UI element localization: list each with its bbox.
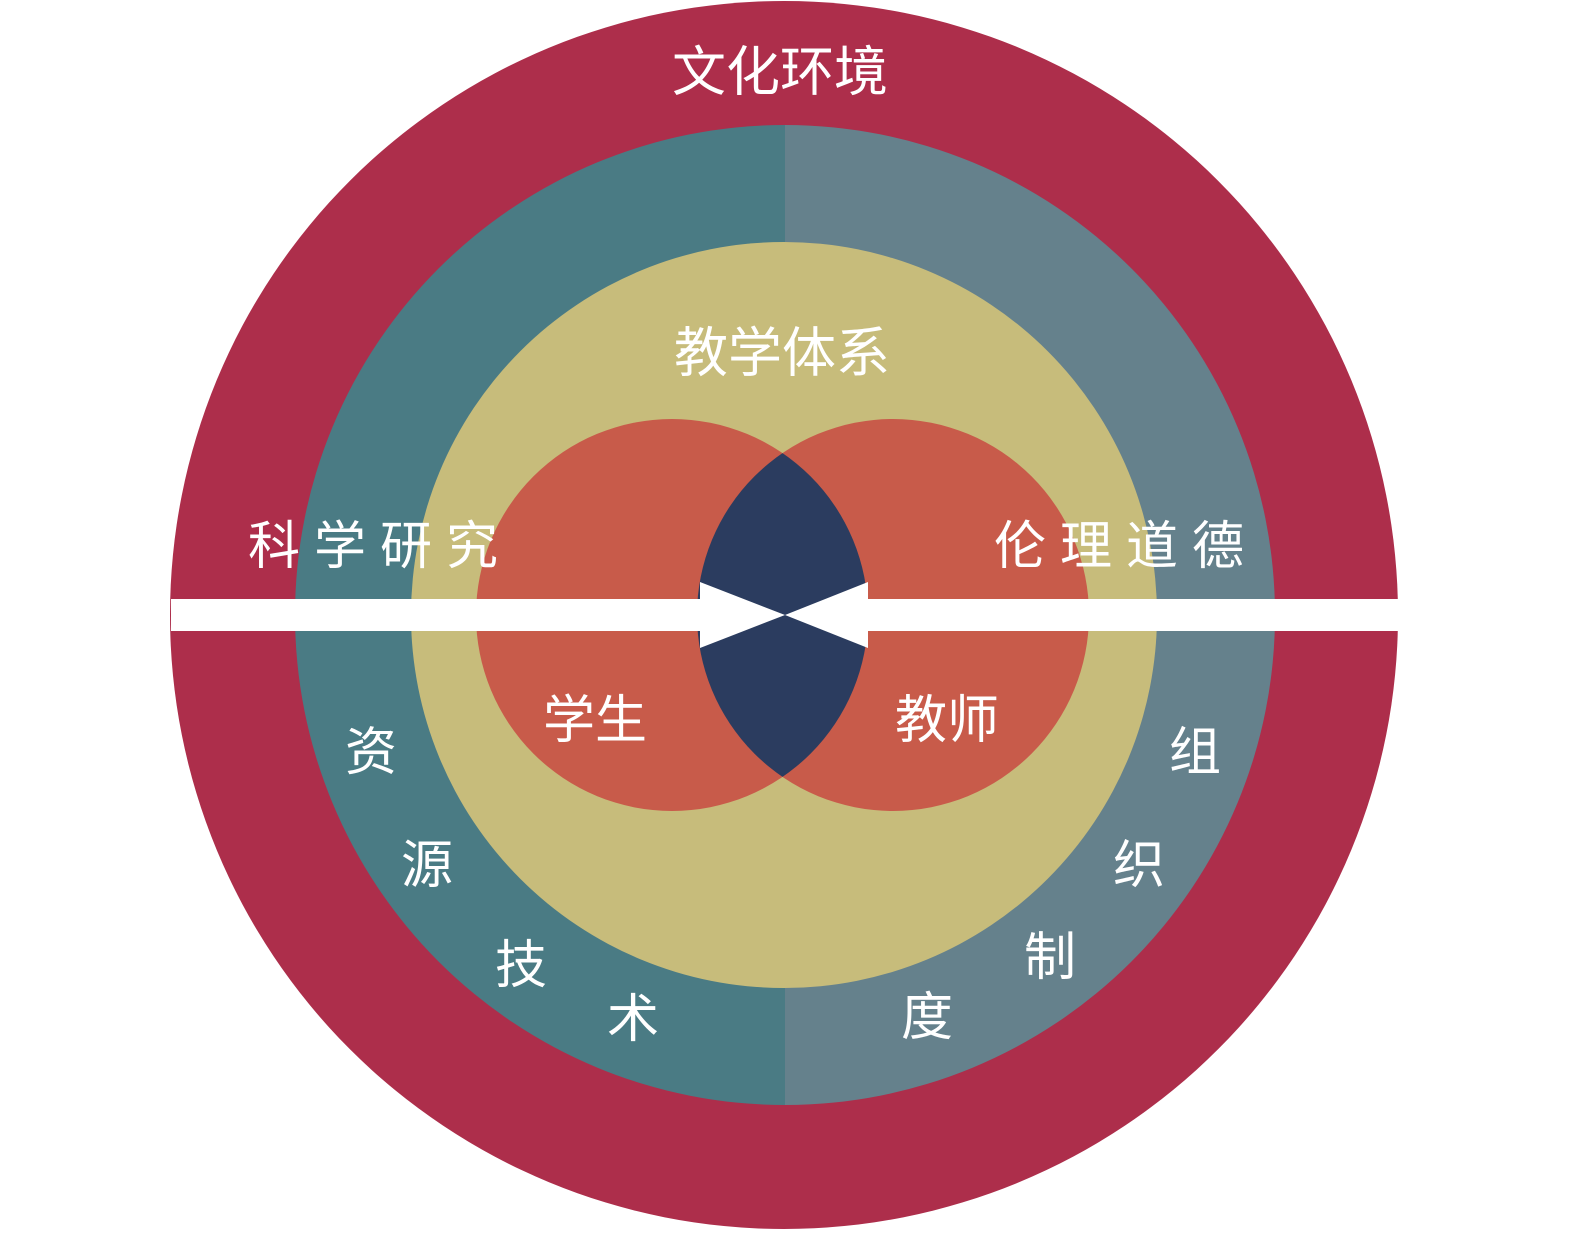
left-arrow-head — [700, 582, 785, 648]
lower-left-ring-char: 源 — [401, 836, 453, 896]
lower-left-ring-char: 资 — [345, 723, 397, 783]
left-band-label: 科学研究 — [248, 517, 512, 577]
lower-right-ring-char: 度 — [901, 988, 953, 1048]
student-label: 学生 — [543, 691, 647, 751]
lower-left-ring-char: 术 — [607, 990, 659, 1050]
lower-right-ring-char: 组 — [1169, 723, 1221, 783]
right-arrow-head — [785, 582, 868, 648]
right-arrow-shaft — [862, 599, 1398, 631]
right-band-label: 伦理道德 — [994, 517, 1258, 577]
lower-right-ring-char: 织 — [1113, 836, 1165, 896]
outer-ring-label: 文化环境 — [672, 41, 888, 104]
left-arrow-shaft — [171, 599, 707, 631]
lower-right-ring-char: 制 — [1024, 928, 1076, 988]
teaching-system-label: 教学体系 — [674, 322, 890, 385]
lower-left-ring-char: 技 — [495, 936, 547, 996]
teacher-label: 教师 — [895, 691, 999, 751]
venn-overlap — [697, 419, 868, 811]
